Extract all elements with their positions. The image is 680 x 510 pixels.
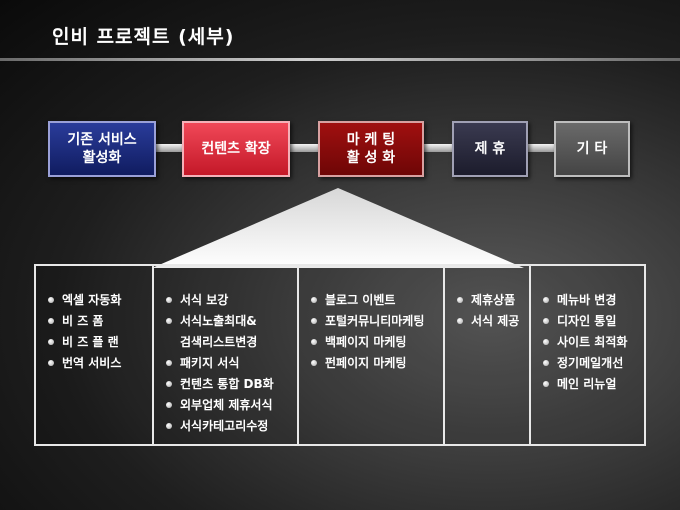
bullet-icon <box>166 297 172 303</box>
list-item: 외부업체 제휴서식 <box>166 395 297 416</box>
box-label: 컨텐츠 확장 <box>201 141 271 157</box>
bullet-icon <box>543 297 549 303</box>
list-item: 번역 서비스 <box>48 353 152 374</box>
bullet-icon <box>543 360 549 366</box>
bullet-icon <box>543 318 549 324</box>
list-item: 백페이지 마케팅 <box>311 332 443 353</box>
detail-table: 엑셀 자동화 비 즈 폼 비 즈 플 랜 번역 서비스 서식 보강 서식노출최대… <box>34 264 646 446</box>
box-label: 제 휴 <box>474 141 506 157</box>
bullet-icon <box>166 360 172 366</box>
column-partnership: 제휴상품 서식 제공 <box>445 266 531 444</box>
bullet-icon <box>166 381 172 387</box>
bullet-icon <box>457 318 463 324</box>
box-partnership[interactable]: 제 휴 <box>452 121 528 177</box>
bullet-icon <box>457 297 463 303</box>
bullet-icon <box>166 423 172 429</box>
list-item: 펀페이지 마케팅 <box>311 353 443 374</box>
list-item: 비 즈 폼 <box>48 311 152 332</box>
bullet-icon <box>543 339 549 345</box>
list-item: 블로그 이벤트 <box>311 290 443 311</box>
list-item: 정기메일개선 <box>543 353 644 374</box>
list-item: 디자인 통일 <box>543 311 644 332</box>
list-item: 서식 제공 <box>457 311 529 332</box>
column-marketing: 블로그 이벤트 포털커뮤니티마케팅 백페이지 마케팅 펀페이지 마케팅 <box>299 266 445 444</box>
bullet-icon <box>311 297 317 303</box>
bullet-icon <box>166 318 172 324</box>
bullet-icon <box>48 318 54 324</box>
bullet-icon <box>311 318 317 324</box>
page-title: 인비 프로젝트 (세부) <box>52 26 235 48</box>
box-content-expansion[interactable]: 컨텐츠 확장 <box>182 121 290 177</box>
box-etc[interactable]: 기 타 <box>554 121 630 177</box>
list-item: 사이트 최적화 <box>543 332 644 353</box>
list-item: 포털커뮤니티마케팅 <box>311 311 443 332</box>
list-item: 패키지 서식 <box>166 353 297 374</box>
list-item: 메인 리뉴얼 <box>543 374 644 395</box>
column-content-expansion: 서식 보강 서식노출최대& 검색리스트변경 패키지 서식 컨텐츠 통합 DB화 … <box>154 266 299 444</box>
list-item: 서식 보강 <box>166 290 297 311</box>
bullet-icon <box>48 360 54 366</box>
list-item: 엑셀 자동화 <box>48 290 152 311</box>
box-label: 기 타 <box>576 141 608 157</box>
column-existing-service: 엑셀 자동화 비 즈 폼 비 즈 플 랜 번역 서비스 <box>36 266 154 444</box>
list-item: 컨텐츠 통합 DB화 <box>166 374 297 395</box>
list-item: 서식노출최대& 검색리스트변경 <box>166 311 297 353</box>
list-item: 비 즈 플 랜 <box>48 332 152 353</box>
column-etc: 메뉴바 변경 디자인 통일 사이트 최적화 정기메일개선 메인 리뉴얼 <box>531 266 644 444</box>
list-item: 제휴상품 <box>457 290 529 311</box>
list-item: 메뉴바 변경 <box>543 290 644 311</box>
box-existing-service[interactable]: 기존 서비스 활성화 <box>48 121 156 177</box>
title-divider <box>0 58 680 61</box>
bullet-icon <box>48 339 54 345</box>
bullet-icon <box>311 360 317 366</box>
bullet-icon <box>311 339 317 345</box>
bullet-icon <box>166 402 172 408</box>
bullet-icon <box>543 381 549 387</box>
box-marketing[interactable]: 마 케 팅 활 성 화 <box>318 121 424 177</box>
box-label: 기존 서비스 활성화 <box>67 132 137 166</box>
list-item: 서식카테고리수정 <box>166 416 297 437</box>
upward-arrow <box>152 188 524 268</box>
bullet-icon <box>48 297 54 303</box>
box-label: 마 케 팅 활 성 화 <box>346 132 396 166</box>
